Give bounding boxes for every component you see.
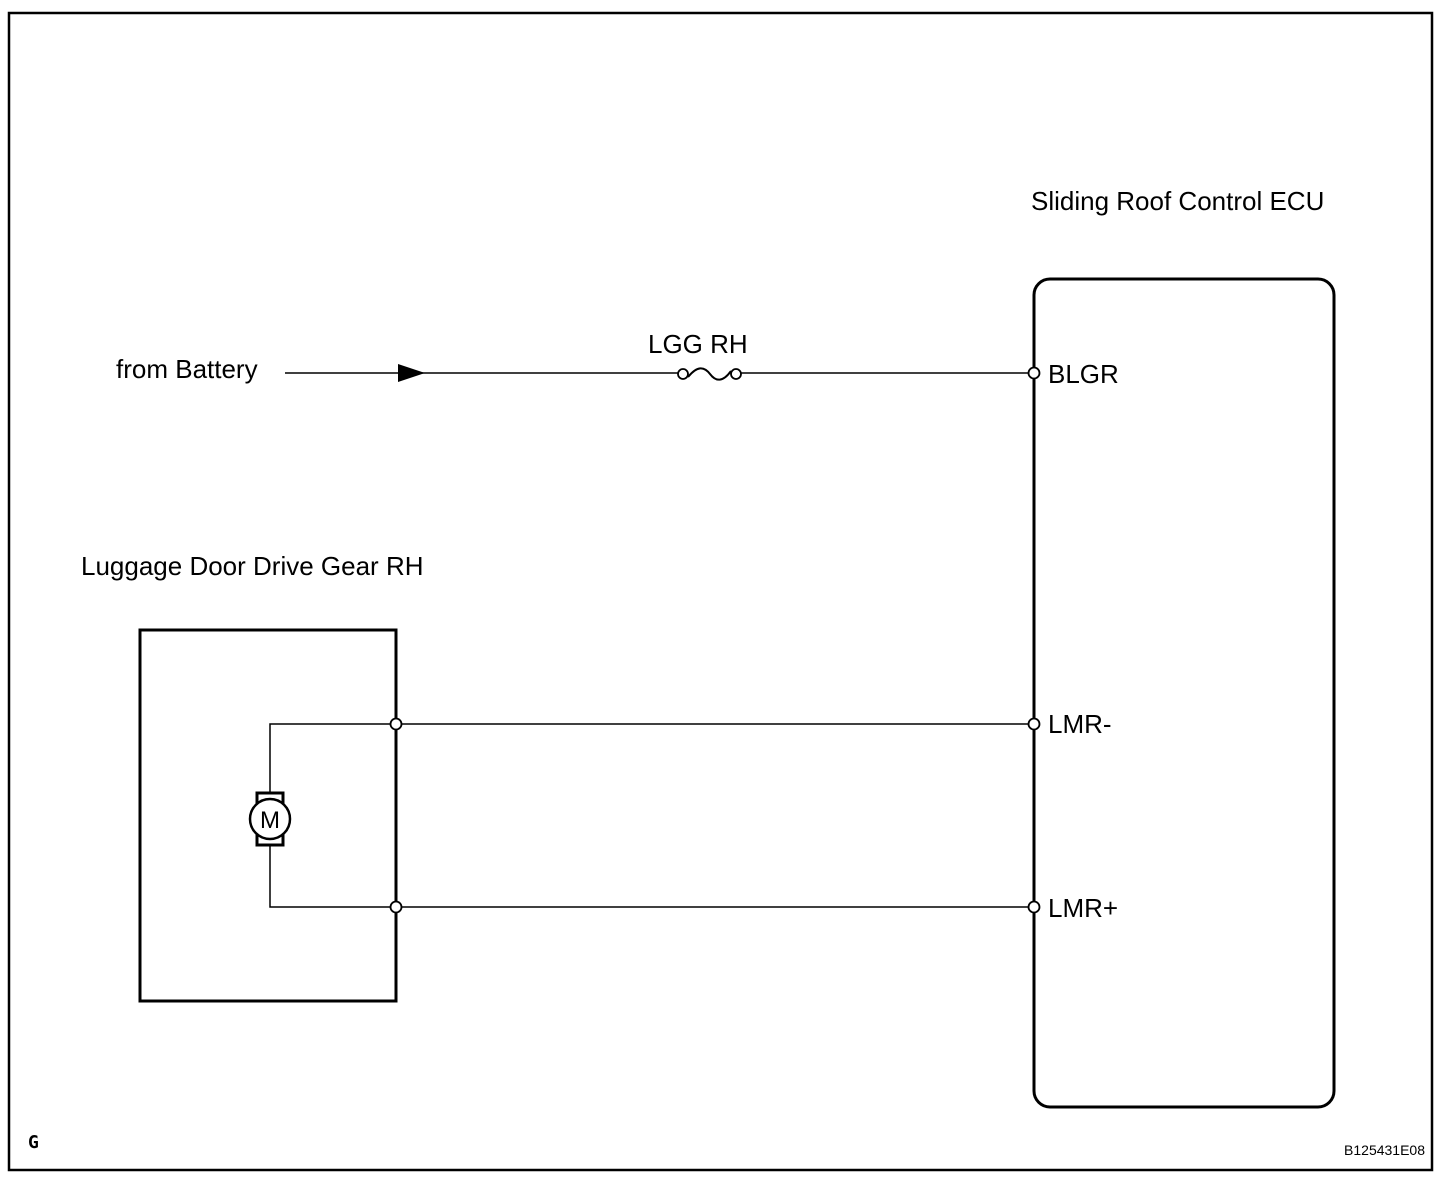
gear-terminal-bottom xyxy=(389,900,403,914)
gear-title: Luggage Door Drive Gear RH xyxy=(81,551,424,581)
pin-lmr-plus-label: LMR+ xyxy=(1048,893,1118,923)
motor-symbol xyxy=(248,791,292,847)
fuse-label: LGG RH xyxy=(648,329,748,359)
motor-wire-bottom xyxy=(269,842,396,908)
gear-box xyxy=(138,628,398,1003)
footer-left-code: G xyxy=(28,1132,39,1153)
footer-right-code: B125431E08 xyxy=(1344,1142,1425,1158)
battery-label: from Battery xyxy=(116,354,258,384)
ecu-box xyxy=(1032,277,1336,1109)
pin-blgr-label: BLGR xyxy=(1048,359,1119,389)
pin-lmr-minus-label: LMR- xyxy=(1048,709,1112,739)
lmr-minus-terminal xyxy=(1027,717,1041,731)
motor-wire-top xyxy=(269,723,396,795)
gear-terminal-top xyxy=(389,717,403,731)
current-direction-arrow xyxy=(398,364,425,382)
lmr-plus-terminal xyxy=(1027,900,1041,914)
fuse-symbol xyxy=(677,367,742,381)
ecu-title: Sliding Roof Control ECU xyxy=(1031,186,1324,216)
blgr-terminal xyxy=(1027,366,1041,380)
motor-symbol-letter: M xyxy=(260,807,280,834)
diagram-frame xyxy=(7,11,1434,1172)
